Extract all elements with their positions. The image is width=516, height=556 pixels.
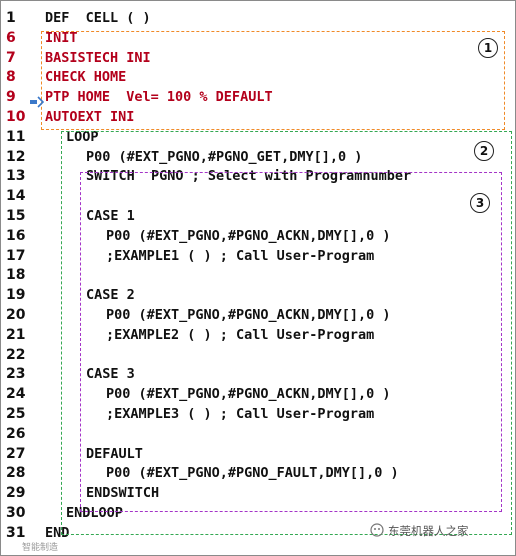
code-text: DEFAULT — [86, 445, 143, 462]
line-number: 23 — [6, 366, 26, 383]
line-number: 12 — [6, 148, 26, 165]
line-number: 22 — [6, 346, 26, 363]
line-number: 11 — [6, 128, 26, 145]
annotation-badge-2: 2 — [474, 141, 494, 161]
line-number: 6 — [6, 29, 16, 46]
line-number: 10 — [6, 109, 26, 125]
code-text: P00 (#EXT_PGNO,#PGNO_GET,DMY[],0 ) — [86, 148, 363, 165]
line-number: 27 — [6, 445, 26, 462]
line-number: 29 — [6, 485, 26, 502]
line-number: 31 — [6, 524, 26, 541]
watermark-text: 东莞机器人之家 — [388, 524, 469, 538]
line-number: 24 — [6, 386, 26, 403]
code-text: END — [45, 524, 70, 541]
line-number: 18 — [6, 267, 26, 284]
line-number: 8 — [6, 69, 16, 86]
line-number: 30 — [6, 505, 26, 521]
line-number: 25 — [6, 406, 26, 422]
line-number: 16 — [6, 227, 26, 244]
code-text: SWITCH PGNO ; Select with Programnumber — [86, 168, 412, 185]
code-text: INIT — [45, 29, 78, 46]
annotation-badge-3: 3 — [470, 193, 490, 213]
code-text: P00 (#EXT_PGNO,#PGNO_ACKN,DMY[],0 ) — [106, 307, 391, 323]
code-text: CASE 2 — [86, 287, 135, 304]
annotation-badge-1: 1 — [478, 38, 498, 58]
code-text: ;EXAMPLE1 ( ) ; Call User-Program — [106, 247, 375, 264]
code-text: AUTOEXT INI — [45, 109, 135, 125]
line-number: 7 — [6, 49, 16, 66]
code-text: PTP HOME Vel= 100 % DEFAULT — [45, 89, 273, 106]
code-text: P00 (#EXT_PGNO,#PGNO_ACKN,DMY[],0 ) — [106, 227, 391, 244]
code-text: P00 (#EXT_PGNO,#PGNO_FAULT,DMY[],0 ) — [106, 465, 399, 482]
line-number: 1 — [6, 10, 16, 26]
code-text: ENDLOOP — [66, 505, 123, 521]
line-number: 17 — [6, 247, 26, 264]
line-number: 15 — [6, 208, 26, 224]
code-text: BASISTECH INI — [45, 49, 151, 66]
line-number: 19 — [6, 287, 26, 304]
code-text: DEF CELL ( ) — [45, 10, 151, 26]
line-number: 26 — [6, 425, 26, 442]
line-number: 20 — [6, 307, 26, 323]
wechat-icon — [370, 523, 384, 537]
code-text: ENDSWITCH — [86, 485, 160, 502]
code-text: CASE 1 — [86, 208, 135, 224]
code-text: CASE 3 — [86, 366, 135, 383]
line-number: 9 — [6, 89, 16, 106]
code-text: ;EXAMPLE3 ( ) ; Call User-Program — [106, 406, 375, 422]
code-text: CHECK HOME — [45, 69, 127, 86]
line-number: 14 — [6, 188, 26, 205]
code-text: ;EXAMPLE2 ( ) ; Call User-Program — [106, 326, 375, 343]
line-number: 21 — [6, 326, 26, 343]
line-number: 28 — [6, 465, 26, 482]
code-text: P00 (#EXT_PGNO,#PGNO_ACKN,DMY[],0 ) — [106, 386, 391, 403]
watermark-small-text: 智能制造 — [22, 543, 59, 553]
line-number: 13 — [6, 168, 26, 185]
code-text: LOOP — [66, 128, 99, 145]
current-line-marker-icon — [30, 96, 44, 108]
